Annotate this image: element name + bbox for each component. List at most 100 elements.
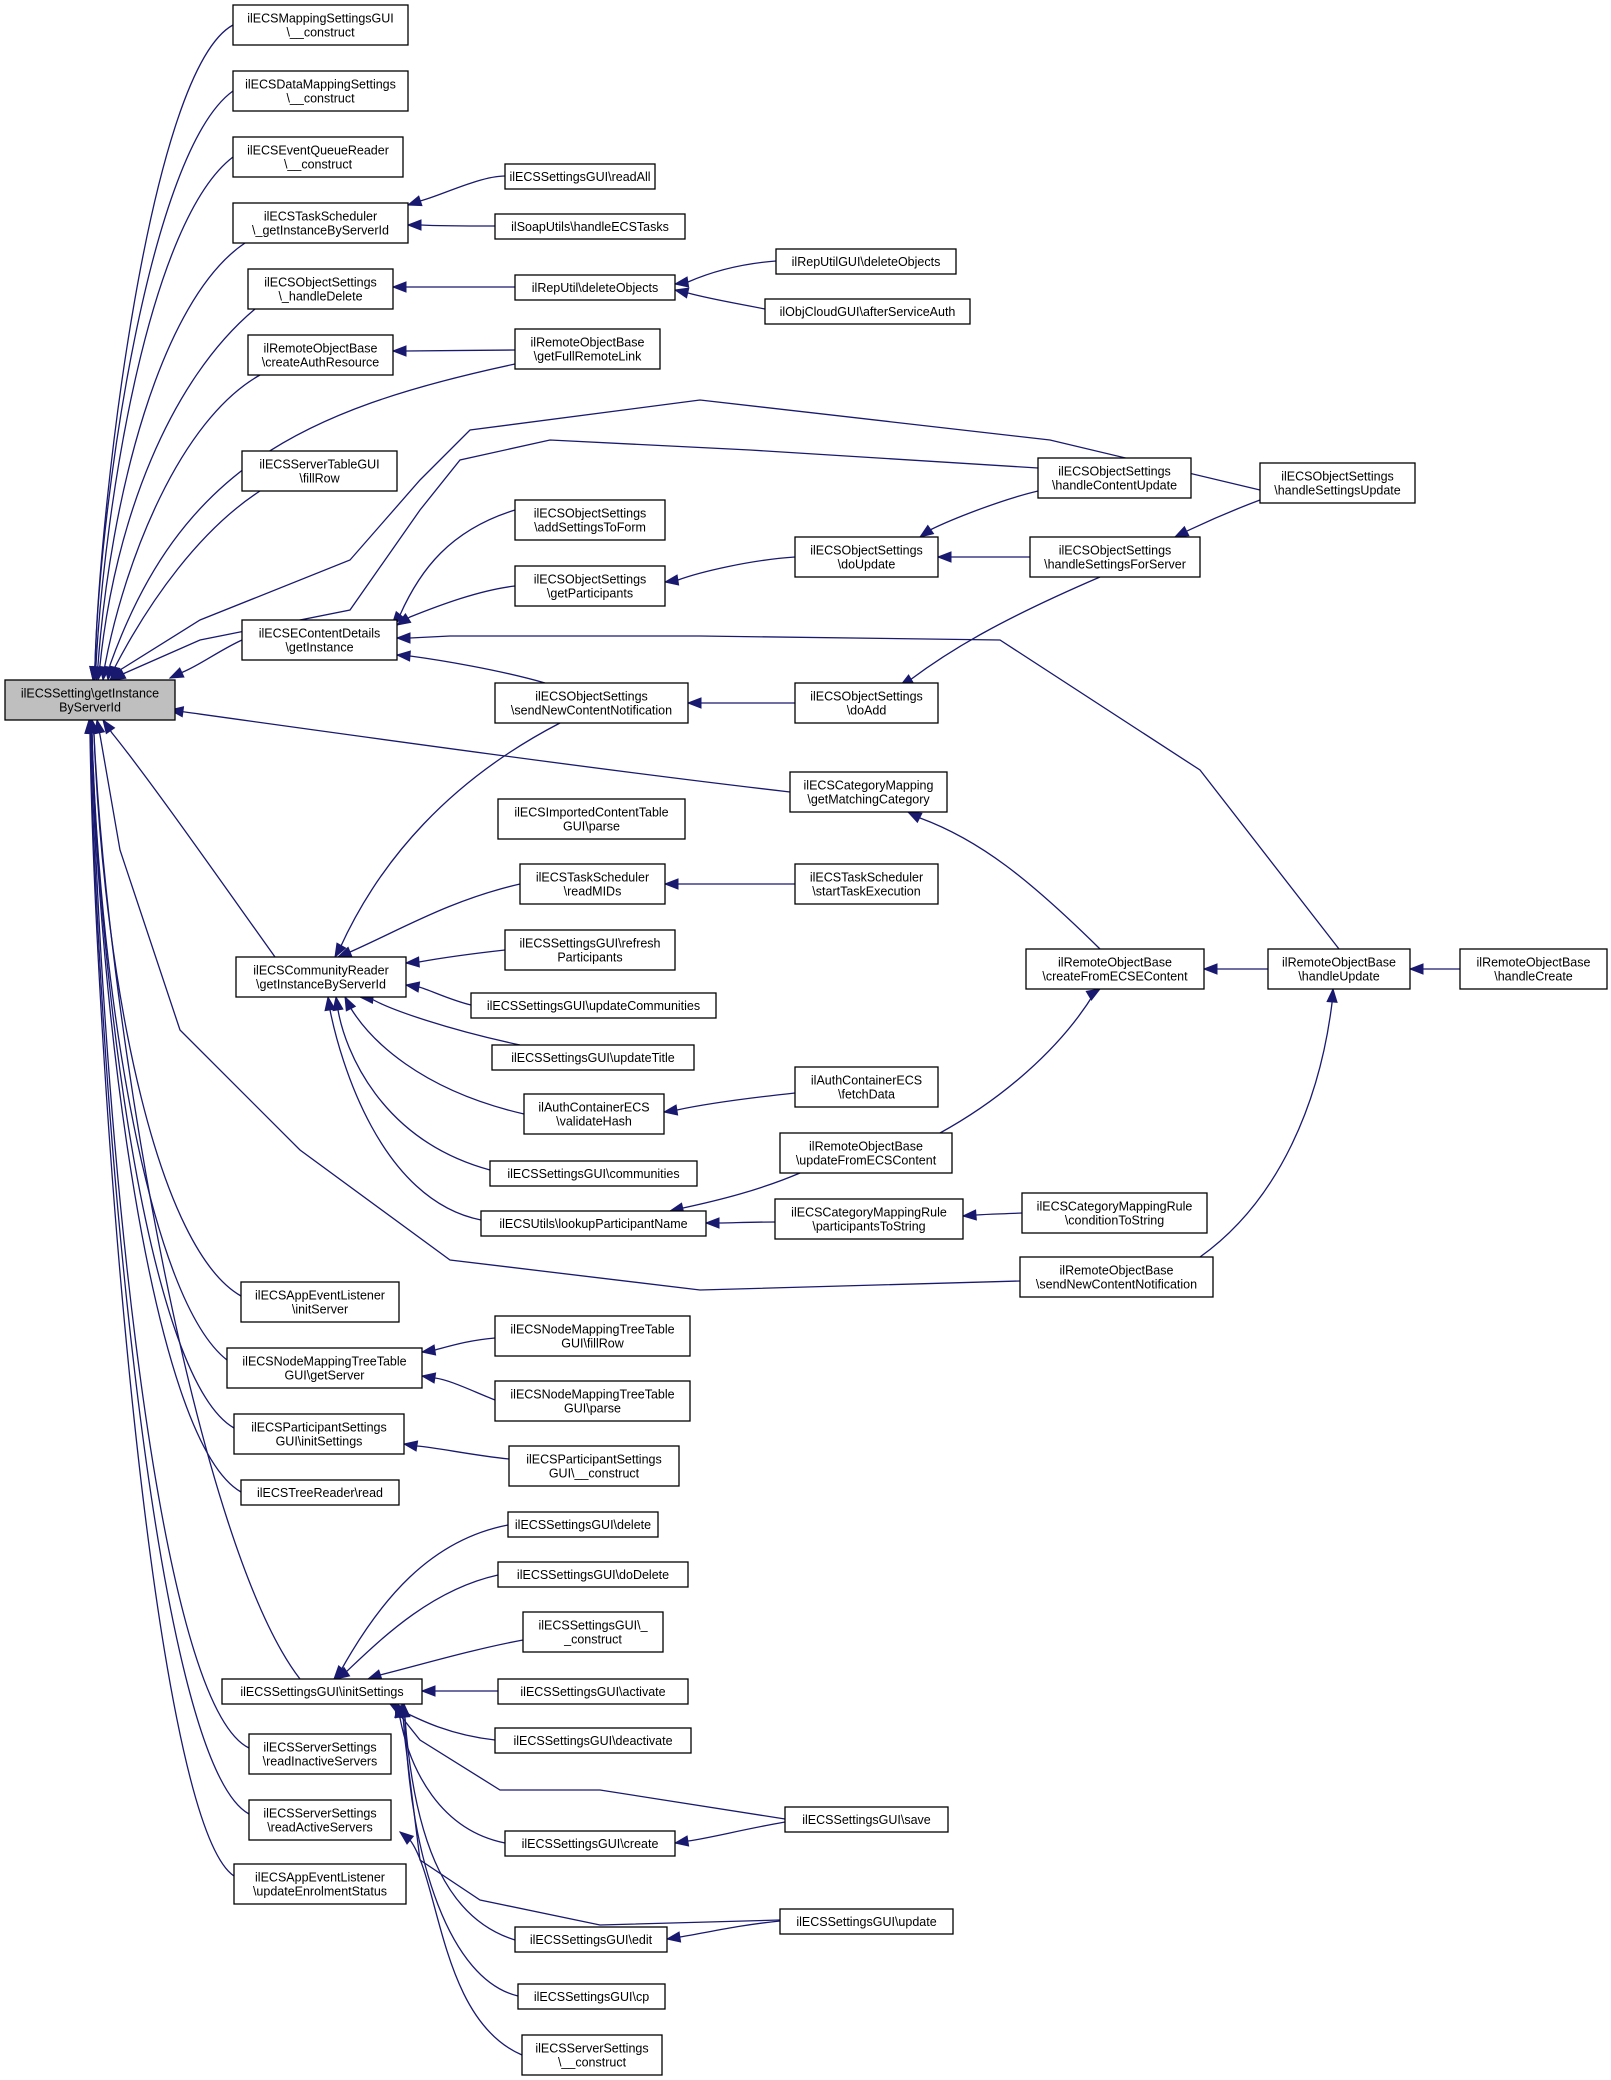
function-node[interactable]: ilECSMappingSettingsGUI\__construct — [232, 4, 409, 46]
function-node[interactable]: ilECSSettingsGUI\deactivate — [494, 1727, 692, 1754]
function-node[interactable]: ilECSServerSettings\readInactiveServers — [248, 1733, 392, 1775]
function-node[interactable]: ilSoapUtils\handleECSTasks — [494, 213, 686, 240]
function-node[interactable]: ilECSEContentDetails\getInstance — [241, 619, 398, 661]
call-edge — [92, 242, 246, 682]
function-node[interactable]: ilECSAppEventListener\updateEnrolmentSta… — [233, 1863, 407, 1905]
function-node[interactable]: ilObjCloudGUI\afterServiceAuth — [764, 298, 971, 325]
function-node[interactable]: ilECSCategoryMapping\getMatchingCategory — [789, 771, 948, 813]
function-node[interactable]: ilECSTreeReader\read — [240, 1479, 400, 1506]
node-label-line: \handleCreate — [1494, 970, 1573, 984]
function-node[interactable]: ilECSSettingsGUI\update — [779, 1908, 954, 1935]
function-node[interactable]: ilECSSettingsGUI\readAll — [504, 163, 656, 190]
edge-line — [939, 988, 1101, 1134]
function-node[interactable]: ilECSSettingsGUI\create — [504, 1830, 676, 1857]
function-node[interactable]: ilRemoteObjectBase\handleUpdate — [1267, 948, 1411, 990]
call-edge — [110, 439, 1039, 681]
edge-line — [663, 1092, 796, 1113]
function-node[interactable]: ilECSSettingsGUI\activate — [497, 1678, 689, 1705]
edge-line — [333, 1524, 509, 1680]
function-node[interactable]: ilECSObjectSettings\getParticipants — [514, 565, 666, 607]
function-node[interactable]: ilECSSettingsGUI\edit — [514, 1926, 668, 1953]
edge-line — [393, 349, 516, 352]
node-box — [248, 1733, 392, 1775]
call-edge — [673, 1821, 786, 1847]
function-node[interactable]: ilECSSettingsGUI\delete — [507, 1511, 659, 1538]
function-node[interactable]: ilECSUtils\lookupParticipantName — [480, 1210, 707, 1237]
function-node[interactable]: ilECSSettingsGUI\__construct — [522, 1611, 664, 1653]
node-label-line: ilECSSetting\getInstance — [21, 687, 159, 701]
node-label-line: ilECSUtils\lookupParticipantName — [499, 1217, 687, 1231]
node-label-line: ilECSSettingsGUI\doDelete — [517, 1568, 669, 1582]
node-box — [1019, 1256, 1214, 1298]
node-box — [233, 1413, 405, 1455]
root-function-node[interactable]: ilECSSetting\getInstanceByServerId — [4, 679, 176, 721]
edge-line — [93, 156, 234, 681]
node-label-line: ilECSSettingsGUI\refresh — [519, 937, 660, 951]
call-edge — [336, 883, 521, 958]
function-node[interactable]: ilRemoteObjectBase\getFullRemoteLink — [514, 328, 661, 370]
function-node[interactable]: ilRemoteObjectBase\updateFromECSContent — [779, 1132, 953, 1174]
function-node[interactable]: ilECSServerSettings\__construct — [521, 2034, 663, 2076]
function-node[interactable]: ilECSSettingsGUI\updateCommunities — [470, 992, 717, 1019]
function-node[interactable]: ilECSTaskScheduler\startTaskExecution — [794, 863, 939, 905]
function-node[interactable]: ilECSObjectSettings\sendNewContentNotifi… — [494, 682, 689, 724]
function-node[interactable]: ilRemoteObjectBase\createAuthResource — [247, 334, 394, 376]
node-label-line: ilRemoteObjectBase — [1058, 956, 1172, 970]
edge-line — [89, 719, 250, 1815]
call-edge — [663, 878, 795, 890]
function-node[interactable]: ilECSAppEventListener\initServer — [240, 1281, 400, 1323]
function-node[interactable]: ilECSSettingsGUI\communities — [489, 1160, 698, 1187]
call-edge — [1173, 499, 1261, 538]
node-label-line: ilECSTaskScheduler — [810, 871, 923, 885]
function-node[interactable]: ilECSObjectSettings\doUpdate — [794, 536, 939, 578]
node-label-line: ilECSImportedContentTable — [514, 806, 668, 820]
arrowhead-icon — [395, 650, 411, 662]
function-node[interactable]: ilECSSettingsGUI\doDelete — [497, 1561, 689, 1588]
function-node[interactable]: ilECSObjectSettings\doAdd — [794, 682, 939, 724]
function-node[interactable]: ilECSObjectSettings\addSettingsToForm — [514, 499, 666, 541]
function-node[interactable]: ilECSDataMappingSettings\__construct — [232, 70, 409, 112]
node-label-line: \sendNewContentNotification — [1036, 1278, 1197, 1292]
function-node[interactable]: ilECSObjectSettings\handleSettingsForSer… — [1029, 536, 1201, 578]
node-label-line: GUI\__construct — [549, 1467, 640, 1481]
function-node[interactable]: ilECSTaskScheduler\_getInstanceByServerI… — [232, 202, 409, 244]
function-node[interactable]: ilRemoteObjectBase\createFromECSEContent — [1025, 948, 1205, 990]
node-label-line: ilECSCategoryMappingRule — [1037, 1200, 1193, 1214]
function-node[interactable]: ilECSSettingsGUI\initSettings — [221, 1678, 423, 1705]
call-edge — [109, 490, 261, 682]
function-node[interactable]: ilECSSettingsGUI\updateTitle — [491, 1044, 695, 1071]
edge-line — [91, 719, 301, 1680]
function-node[interactable]: ilECSSettingsGUI\save — [784, 1806, 949, 1833]
node-box — [779, 1908, 954, 1935]
function-node[interactable]: ilECSObjectSettings\_handleDelete — [247, 268, 394, 310]
function-node[interactable]: ilECSTaskScheduler\readMIDs — [519, 863, 666, 905]
function-node[interactable]: ilECSServerTableGUI\fillRow — [241, 450, 398, 492]
arrowhead-icon — [961, 1209, 977, 1221]
function-node[interactable]: ilRemoteObjectBase\sendNewContentNotific… — [1019, 1256, 1214, 1298]
function-node[interactable]: ilECSServerSettings\readActiveServers — [248, 1799, 392, 1841]
function-node[interactable]: ilECSCommunityReader\getInstanceByServer… — [235, 956, 407, 998]
node-label-line: \doAdd — [847, 704, 887, 718]
function-node[interactable]: ilECSSettingsGUI\cp — [517, 1983, 666, 2010]
function-node[interactable]: ilECSCategoryMappingRule\conditionToStri… — [1021, 1192, 1208, 1234]
function-node[interactable]: ilECSObjectSettings\handleContentUpdate — [1037, 457, 1192, 499]
function-node[interactable]: ilECSObjectSettings\handleSettingsUpdate — [1259, 462, 1416, 504]
node-box — [4, 679, 176, 721]
call-edge — [324, 995, 482, 1221]
function-node[interactable]: ilRepUtil\deleteObjects — [514, 274, 676, 301]
arrowhead-icon — [662, 1104, 679, 1116]
function-node[interactable]: ilRepUtilGUI\deleteObjects — [775, 248, 957, 275]
call-edge — [898, 576, 1101, 687]
function-node[interactable]: ilECSCategoryMappingRule\participantsToS… — [774, 1198, 964, 1240]
function-node[interactable]: ilAuthContainerECS\validateHash — [523, 1093, 665, 1135]
function-node[interactable]: ilRemoteObjectBase\handleCreate — [1459, 948, 1608, 990]
function-node[interactable]: ilECSEventQueueReader\__construct — [232, 136, 404, 178]
function-node[interactable]: ilAuthContainerECS\fetchData — [794, 1066, 939, 1108]
